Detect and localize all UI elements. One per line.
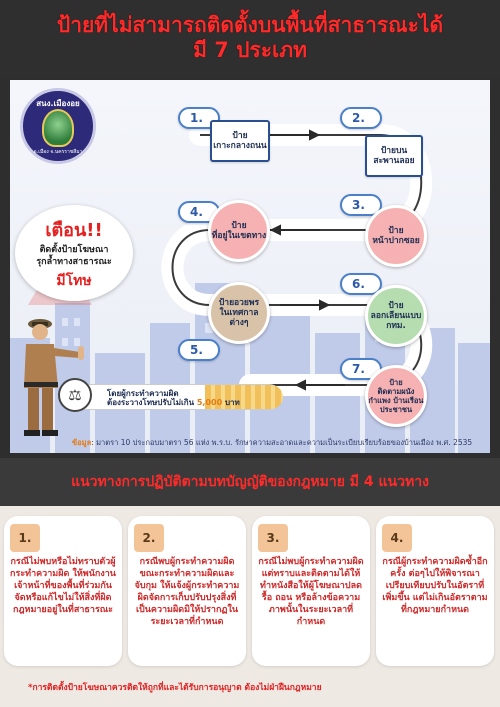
fine-amount: 5,000 [196,398,223,407]
guideline-title: แนวทางการปฏิบัติตามบทบัญญัติของกฎหมาย มี… [71,474,429,490]
step-number-6: 6. [340,273,382,295]
title-line-2: มี 7 ประเภท [193,38,307,62]
police-officer-icon [24,319,84,436]
guideline-card-2: 2. กรณีพบผู้กระทำความผิดขณะกระทำความผิดแ… [128,516,246,666]
guideline-card-4: 4. กรณีผู้กระทำความผิดซ้ำอีกครั้ง ต่อๆไป… [376,516,494,666]
guideline-card-1: 1. กรณีไม่พบหรือไม่ทราบตัวผู้กระทำความผิ… [4,516,122,666]
guideline-number: 4. [382,524,412,552]
warning-title: เตือน!! [45,220,103,241]
fine-banner: โดยผู้กระทำความผิด ต้องระวางโทษปรับไม่เก… [70,384,283,410]
guideline-number: 1. [10,524,40,552]
step-label-6: ป้าย ลอกเลียนแบบ กทม. [365,285,427,347]
step-label-1: ป้าย เกาะกลางถนน [210,120,270,162]
fine-stripe [205,385,283,409]
info-panel: สนง.เมืองอย อ.เมือง จ.นครราชสีมา เตือน!!… [10,80,490,453]
logo-emblem-icon [42,109,74,147]
step-label-3: ป้าย หน้าปากซอย [365,205,427,267]
header: ป้ายที่ไม่สามารถติดตั้งบนพื้นที่สาธารณะไ… [0,0,500,78]
guideline-number: 2. [134,524,164,552]
guideline-card-3: 3. กรณีไม่พบผู้กระทำความผิดแต่ทราบและติด… [252,516,370,666]
step-label-2: ป้ายบน สะพานลอย [365,135,423,177]
title-line-1: ป้ายที่ไม่สามารถติดตั้งบนพื้นที่สาธารณะไ… [56,13,444,37]
fine-text: โดยผู้กระทำความผิด ต้องระวางโทษปรับไม่เก… [107,389,240,407]
step-number-2: 2. [340,107,382,129]
step-label-5: ป้ายอวยพร ในเทศกาลต่างๆ [208,282,270,344]
step-number-7: 7. [340,358,382,380]
guideline-text: กรณีไม่พบหรือไม่ทราบตัวผู้กระทำความผิด ใ… [10,557,116,615]
guideline-number: 3. [258,524,288,552]
footnote: *การติดตั้งป้ายโฆษณาควรติดให้ถูกที่และได… [28,683,322,693]
municipality-logo: สนง.เมืองอย อ.เมือง จ.นครราชสีมา [20,88,96,164]
warning-line-2: รุกล้ำทางสาธารณะ [36,257,112,267]
step-number-3: 3. [340,194,382,216]
logo-top-text: สนง.เมืองอย [36,99,80,108]
guideline-text: กรณีไม่พบผู้กระทำความผิดแต่ทราบและติดตาม… [258,557,364,627]
law-book-icon: ⚖ [58,378,92,412]
step-number-1: 1. [178,107,220,129]
guideline-text: กรณีพบผู้กระทำความผิดขณะกระทำความผิดและจ… [134,557,240,627]
warning-danger: มีโทษ [56,273,92,289]
warning-line-1: ติดตั้งป้ายโฆษณา [39,245,109,255]
guideline-text: กรณีผู้กระทำความผิดซ้ำอีกครั้ง ต่อๆไปให้… [382,557,488,615]
page-title: ป้ายที่ไม่สามารถติดตั้งบนพื้นที่สาธารณะไ… [0,0,500,63]
guideline-title-bar: แนวทางการปฏิบัติตามบทบัญญัติของกฎหมาย มี… [0,458,500,506]
logo-bottom-text: อ.เมือง จ.นครราชสีมา [33,149,83,155]
source-citation: ข้อมูล: มาตรา 10 ประกอบมาตรา 56 แห่ง พ.ร… [72,438,473,447]
step-label-7: ป้าย ติดตามผนัง กำแพง บ้านเรือน ประชาชน [365,365,427,427]
step-label-4: ป้าย ที่อยู่ในเขตทาง [208,200,270,262]
warning-bubble: เตือน!! ติดตั้งป้ายโฆษณา รุกล้ำทางสาธารณ… [15,205,133,301]
step-number-5: 5. [178,339,220,361]
guidelines-section: 1. กรณีไม่พบหรือไม่ทราบตัวผู้กระทำความผิ… [0,506,500,707]
